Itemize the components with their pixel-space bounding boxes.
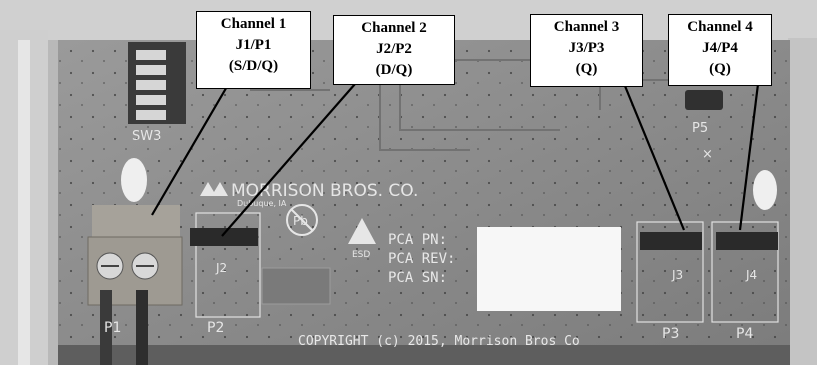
callout-channel-4: Channel 4 J4/P4 (Q)	[668, 14, 772, 86]
j4-connector	[716, 232, 778, 250]
city-text: Dubuque, IA	[237, 199, 287, 208]
callout-channel-3-mode: (Q)	[575, 61, 598, 77]
p3-label: P3	[662, 326, 679, 342]
callout-channel-3: Channel 3 J3/P3 (Q)	[530, 14, 643, 87]
callout-channel-4-jack: J4/P4	[702, 40, 738, 56]
callout-channel-1-mode: (S/D/Q)	[228, 58, 279, 74]
p2-label: P2	[207, 320, 224, 336]
sw3-label: SW3	[132, 129, 161, 144]
callout-channel-2-title: Channel 2	[361, 20, 427, 36]
small-printed-label	[261, 267, 331, 305]
esd-label: ESD	[352, 250, 370, 260]
svg-text:Pb: Pb	[293, 214, 308, 228]
dip-switch	[128, 42, 186, 124]
callout-channel-3-jack: J3/P3	[568, 40, 605, 56]
j3-label: J3	[671, 268, 683, 282]
pca-pn-label: PCA PN:	[388, 232, 447, 248]
p1-terminal-block	[87, 205, 183, 365]
p5-component	[685, 90, 723, 110]
label-sticker-area	[477, 227, 621, 311]
callout-channel-4-title: Channel 4	[687, 19, 753, 35]
callout-leaders	[151, 77, 760, 237]
callout-channel-1: Channel 1 J1/P1 (S/D/Q)	[196, 11, 311, 89]
copyright-text: COPYRIGHT (c) 2015, Morrison Bros Co	[298, 334, 580, 349]
j3-outline	[636, 221, 704, 323]
callout-channel-3-title: Channel 3	[553, 19, 620, 35]
p5-label: P5	[692, 121, 708, 136]
j4-outline	[711, 221, 779, 323]
pca-rev-label: PCA REV:	[388, 251, 455, 267]
callout-channel-2: Channel 2 J2/P2 (D/Q)	[333, 15, 455, 85]
morrison-logo	[200, 182, 228, 196]
esd-icon	[348, 218, 376, 244]
j2-connector	[190, 228, 258, 246]
j3-connector	[640, 232, 702, 250]
callout-channel-1-title: Channel 1	[220, 16, 287, 32]
pca-sn-label: PCA SN:	[388, 270, 447, 286]
x-mark: ×	[702, 147, 713, 162]
callout-channel-4-mode: (Q)	[709, 61, 731, 77]
callout-channel-2-mode: (D/Q)	[375, 62, 413, 78]
standoff-left	[121, 158, 147, 202]
j2-label: J2	[215, 261, 227, 275]
callout-channel-2-jack: J2/P2	[376, 41, 412, 57]
p1-label: P1	[104, 320, 121, 336]
callout-channel-1-jack: J1/P1	[235, 37, 272, 53]
pb-free-icon: Pb	[286, 204, 318, 236]
j2-outline	[195, 212, 261, 318]
brand-text: MORRISON BROS. CO.	[231, 181, 418, 201]
p4-label: P4	[736, 326, 753, 342]
j4-label: J4	[745, 268, 757, 282]
standoff-right	[753, 170, 777, 210]
